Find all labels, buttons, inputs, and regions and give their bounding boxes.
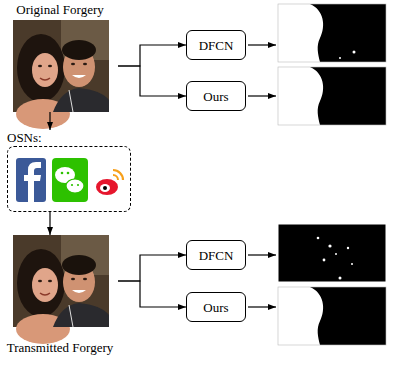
node-label: Original Forgery [16,2,104,17]
original-photo [13,20,109,129]
node-label: Ours [203,89,228,104]
flow-arrow [118,281,186,307]
image-node: Transmitted Forgery [2,235,118,355]
ours-mask [278,287,386,345]
image-node: Original Forgery [2,2,118,112]
output-arrows [248,45,276,307]
facebook-logo [16,158,46,202]
node-label: DFCN [199,248,234,263]
group-box: OSNs: [7,130,131,212]
weibo-logo [94,158,126,202]
transmitted-photo [13,235,109,344]
flow-arrow [49,112,50,130]
process-box: Ours [186,292,246,322]
node-label: Transmitted Forgery [7,340,114,355]
dfcn-mask [278,4,386,62]
process-box: DFCN [186,30,246,60]
process-box: DFCN [186,240,246,270]
process-box: Ours [186,81,246,111]
dfcn-mask [278,224,386,282]
flow-arrow [49,212,50,235]
flow-arrow [118,66,186,96]
wechat-logo [52,158,88,202]
node-label: OSNs: [7,130,131,145]
flow-arrow [118,255,186,281]
ours-mask [278,67,386,125]
node-label: DFCN [199,38,234,53]
dashed-group-border [7,146,131,212]
node-label: Ours [203,300,228,315]
flow-arrow [118,45,186,66]
